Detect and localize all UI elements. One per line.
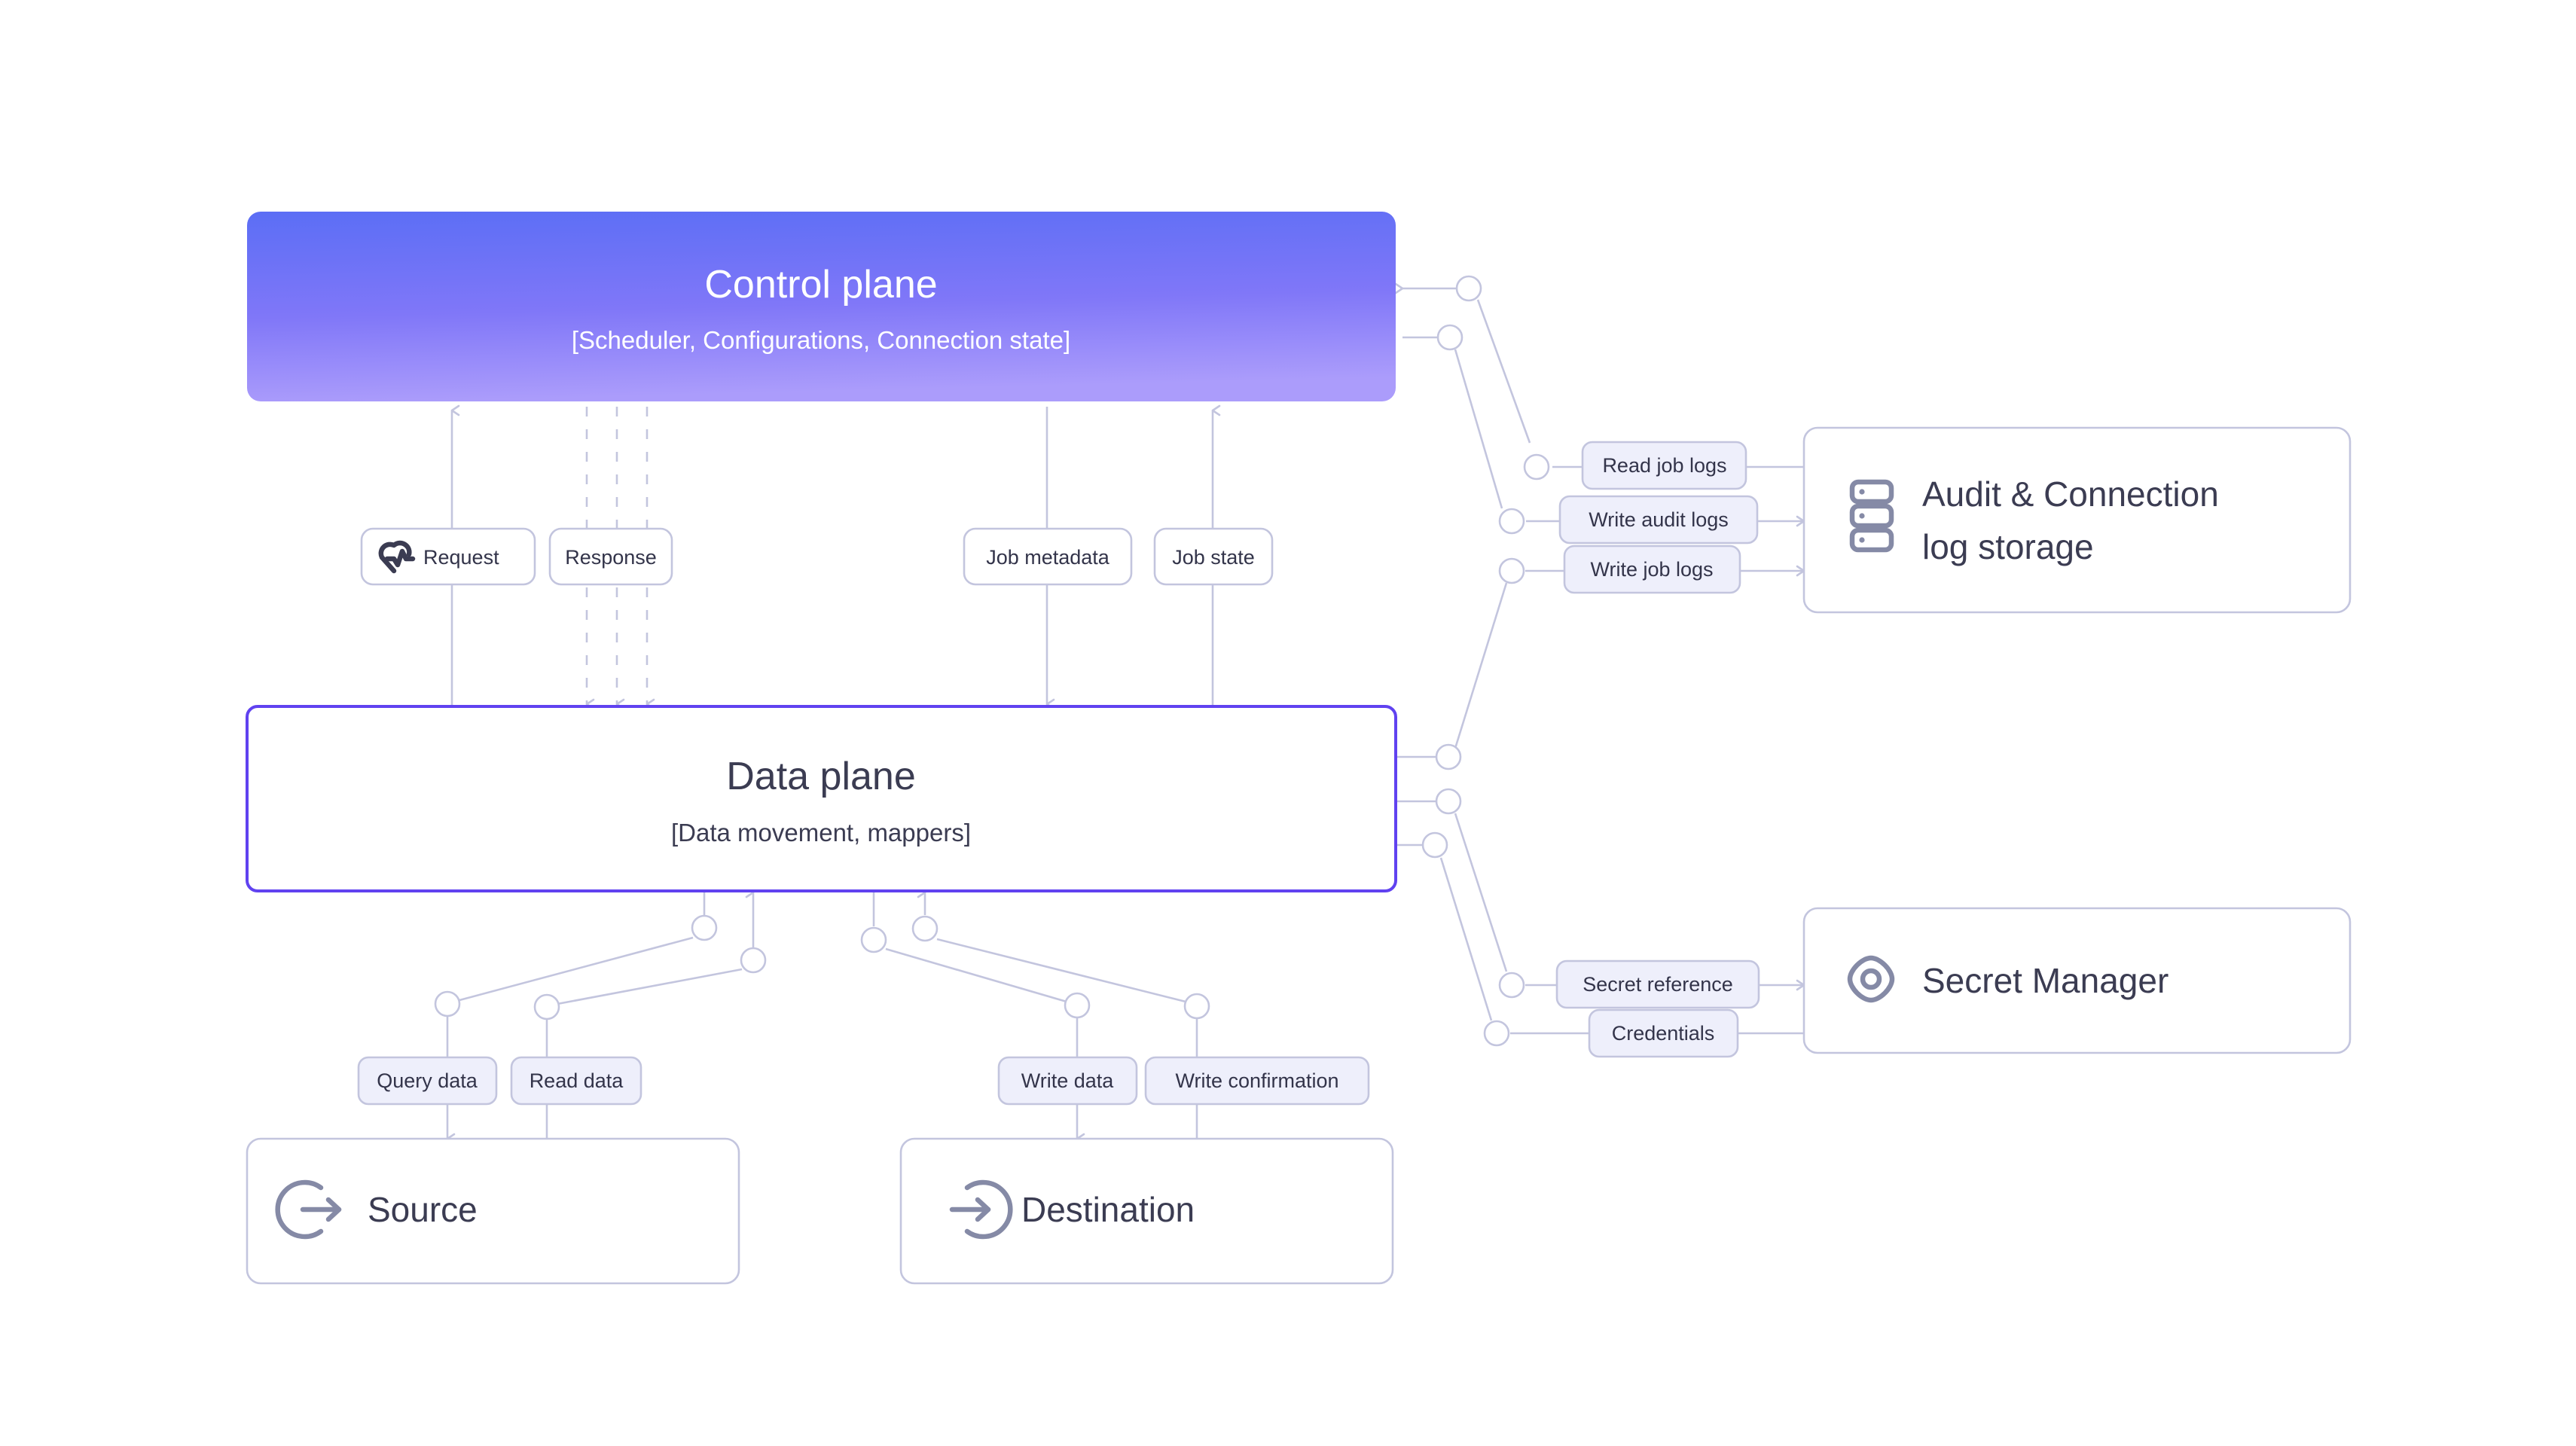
edge-label-write-job-logs[interactable]: Write job logs xyxy=(1563,545,1741,594)
edge-label-credentials-text: Credentials xyxy=(1612,1022,1715,1045)
edge-label-secret-reference-text: Secret reference xyxy=(1583,973,1733,996)
edge-label-write-data[interactable]: Write data xyxy=(997,1056,1138,1106)
edge-label-write-job-logs-text: Write job logs xyxy=(1590,558,1713,581)
edge-label-write-audit-logs-text: Write audit logs xyxy=(1589,508,1729,531)
edge-response xyxy=(585,407,655,710)
edge-label-job-metadata-text: Job metadata xyxy=(986,546,1110,569)
edge-query-data xyxy=(434,892,718,1145)
secret-manager-title: Secret Manager xyxy=(1922,961,2169,1000)
edge-label-request-text: Request xyxy=(423,546,499,569)
audit-log-storage-title-line1: Audit & Connection xyxy=(1922,474,2219,514)
node-secret-manager[interactable]: Secret Manager xyxy=(1802,907,2352,1054)
eye-target-icon xyxy=(1847,955,1895,1003)
edge-write-confirmation xyxy=(911,886,1210,1139)
edge-label-read-job-logs-text: Read job logs xyxy=(1602,454,1726,477)
control-plane-title: Control plane xyxy=(704,263,937,307)
edge-label-read-job-logs[interactable]: Read job logs xyxy=(1581,441,1747,490)
arrow-into-circle-icon xyxy=(949,1179,1013,1240)
destination-title: Destination xyxy=(1021,1190,1195,1229)
node-audit-log-storage[interactable]: Audit & Connection log storage xyxy=(1802,426,2352,614)
edge-label-read-data-text: Read data xyxy=(530,1069,624,1092)
data-plane-title: Data plane xyxy=(726,755,916,798)
node-data-plane[interactable]: Data plane [Data movement, mappers] xyxy=(246,705,1397,892)
edge-label-job-state-text: Job state xyxy=(1172,546,1255,569)
edge-label-request[interactable]: Request xyxy=(360,527,536,586)
control-plane-subtitle: [Scheduler, Configurations, Connection s… xyxy=(572,326,1070,354)
node-control-plane[interactable]: Control plane [Scheduler, Configurations… xyxy=(247,212,1396,401)
edge-write-job-logs xyxy=(1395,557,1805,770)
edge-label-secret-reference[interactable]: Secret reference xyxy=(1555,959,1760,1009)
node-source[interactable]: Source xyxy=(246,1137,740,1285)
edge-label-write-confirmation-text: Write confirmation xyxy=(1175,1069,1338,1092)
audit-log-storage-title-line2: log storage xyxy=(1922,527,2094,566)
edge-label-write-audit-logs[interactable]: Write audit logs xyxy=(1558,495,1759,545)
source-title: Source xyxy=(368,1190,478,1229)
edge-credentials xyxy=(1395,831,1804,1047)
edge-secret-reference xyxy=(1395,788,1805,999)
arrow-out-of-circle-icon xyxy=(275,1179,342,1240)
edge-label-read-data[interactable]: Read data xyxy=(510,1056,642,1106)
edge-label-credentials[interactable]: Credentials xyxy=(1588,1008,1739,1058)
edge-label-query-data-text: Query data xyxy=(377,1069,478,1092)
edge-label-query-data[interactable]: Query data xyxy=(357,1056,498,1106)
heartbeat-pulse-icon xyxy=(378,540,416,574)
edge-read-job-logs xyxy=(1394,275,1808,480)
edge-label-response-text: Response xyxy=(565,546,657,569)
data-plane-subtitle: [Data movement, mappers] xyxy=(671,819,971,847)
edge-label-write-data-text: Write data xyxy=(1021,1069,1115,1092)
edge-label-job-state[interactable]: Job state xyxy=(1153,527,1274,586)
database-server-icon xyxy=(1849,479,1894,553)
node-destination[interactable]: Destination xyxy=(899,1137,1394,1285)
edge-write-audit-logs xyxy=(1402,324,1805,535)
edge-label-response[interactable]: Response xyxy=(548,527,673,586)
edge-label-job-metadata[interactable]: Job metadata xyxy=(963,527,1133,586)
edge-label-write-confirmation[interactable]: Write confirmation xyxy=(1144,1056,1370,1106)
